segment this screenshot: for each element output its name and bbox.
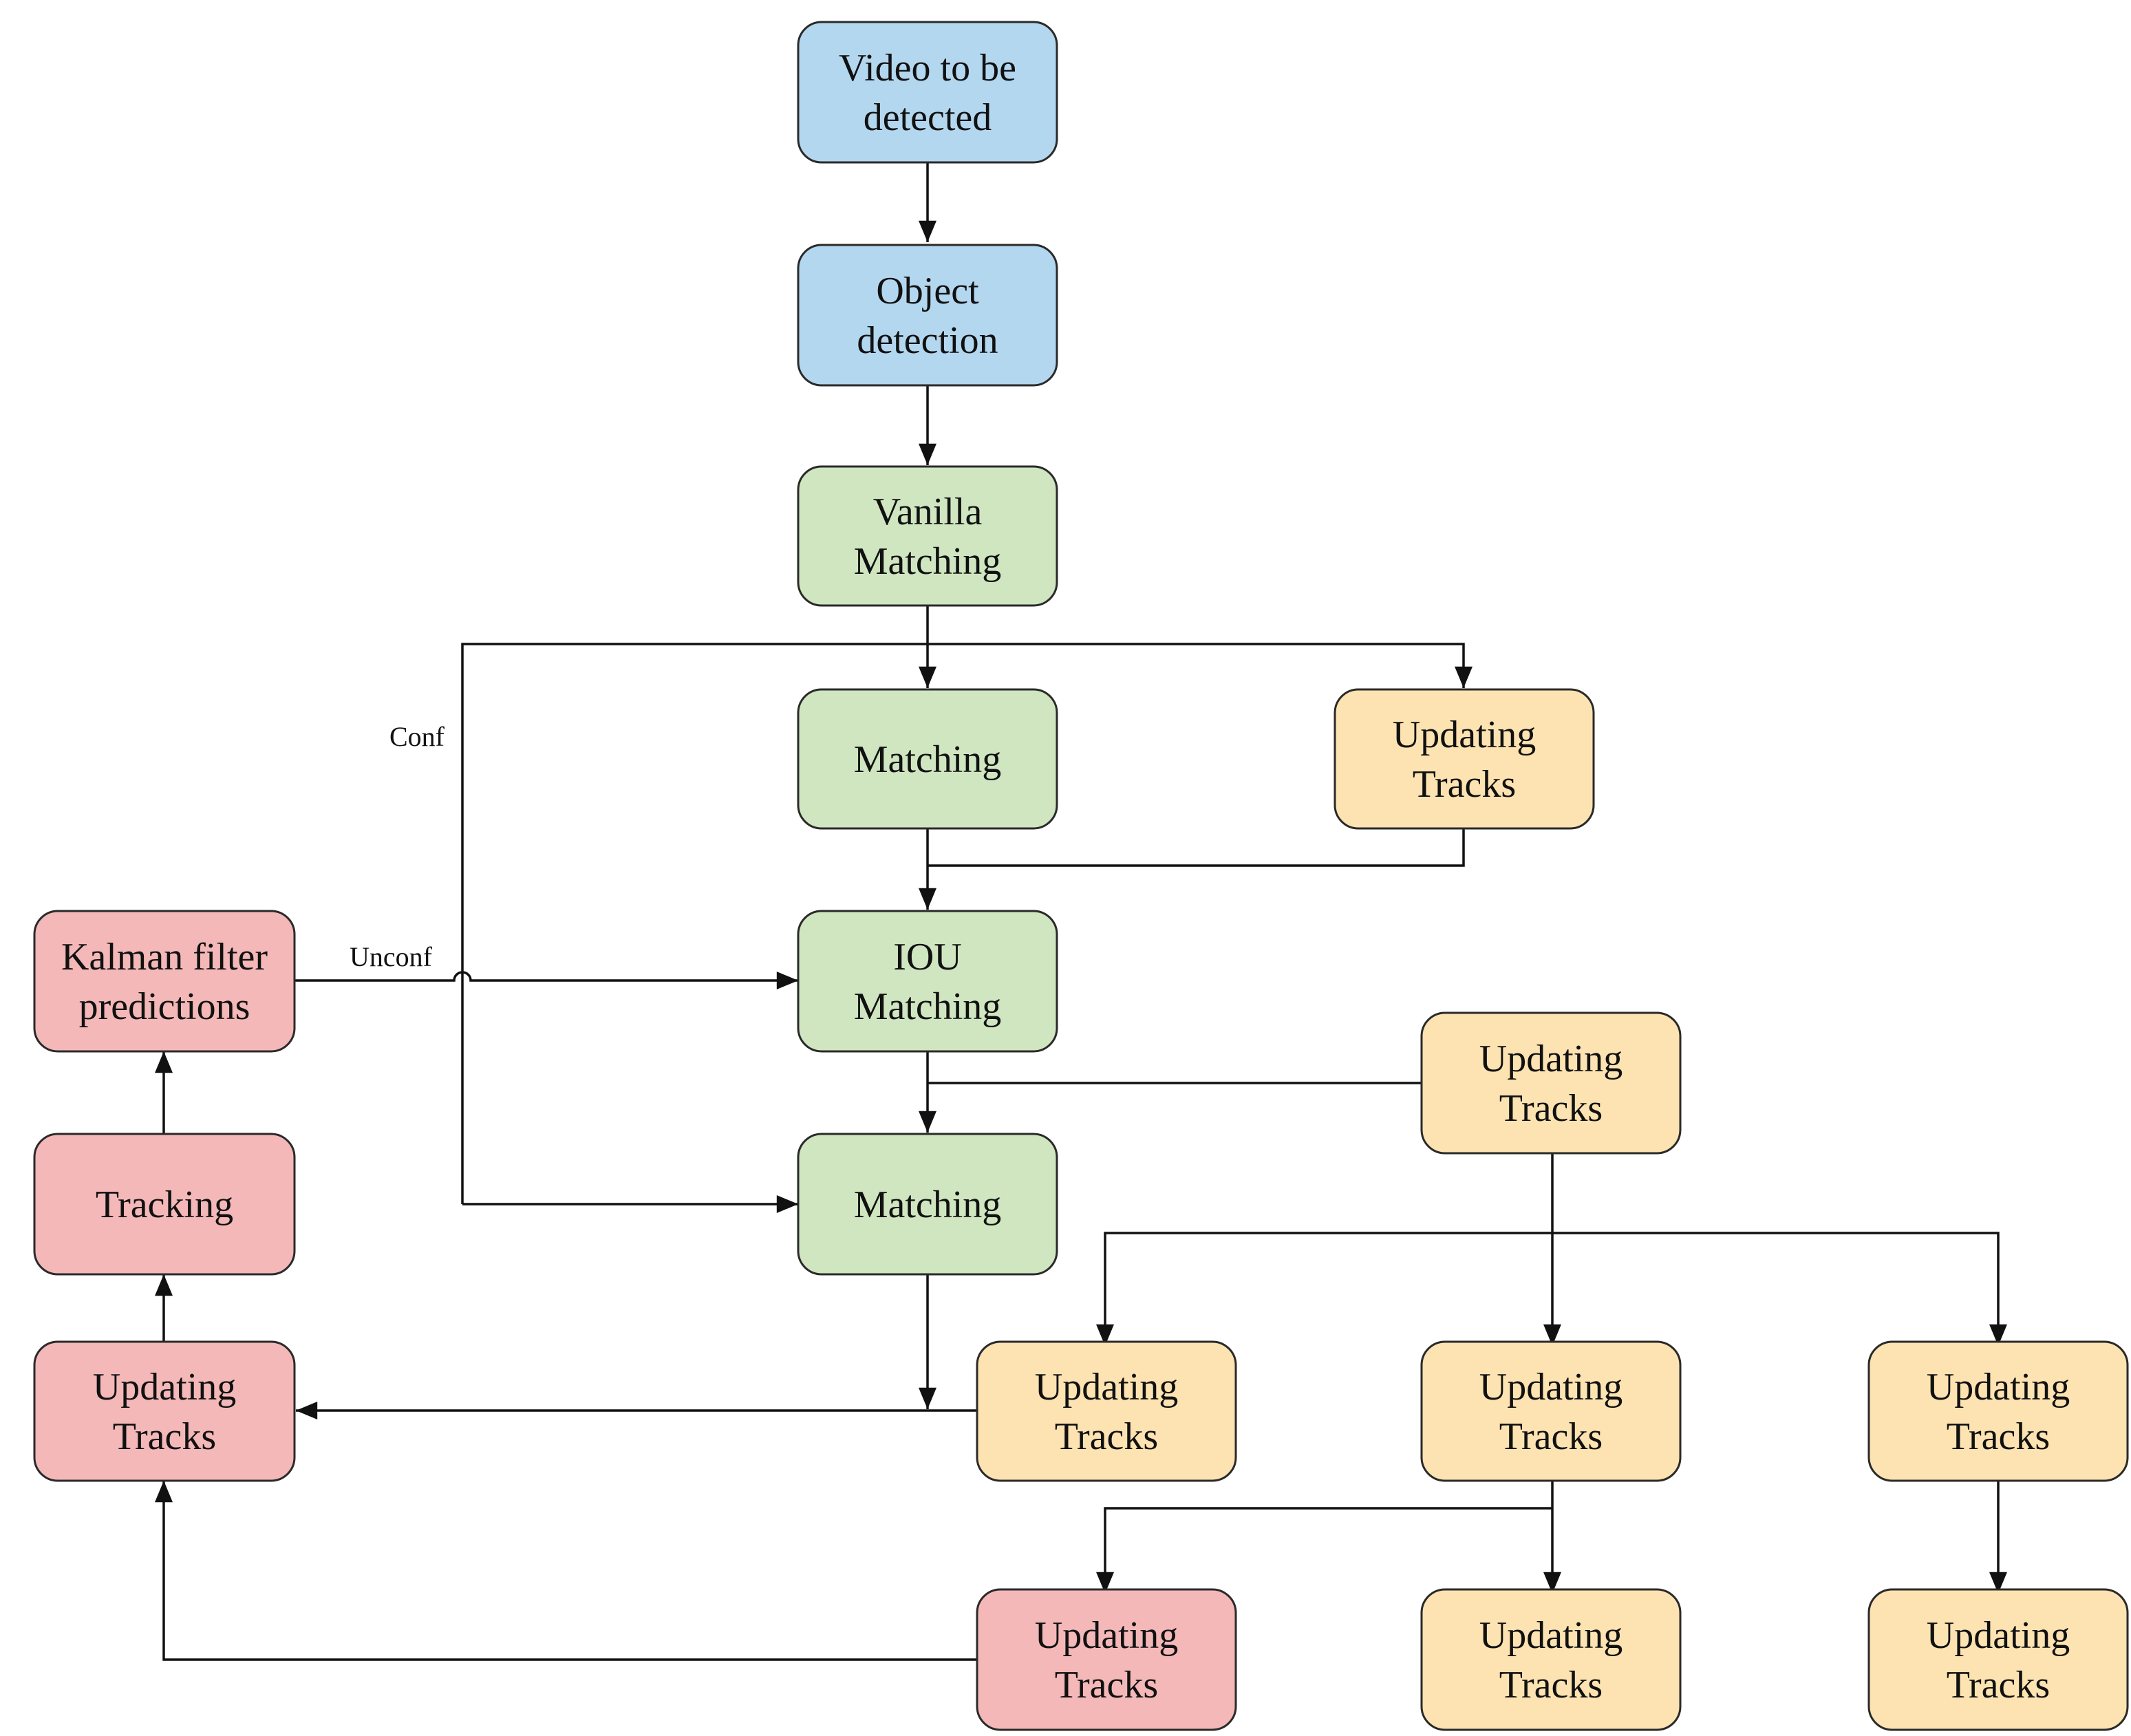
node-label-line: Tracking (96, 1183, 233, 1226)
node-label-line: Vanilla (873, 491, 983, 533)
node-matching-1: Matching (797, 688, 1058, 830)
node-label-line: Tracks (1055, 1415, 1158, 1458)
node-label-line: Tracks (1947, 1415, 2050, 1458)
node-label-line: predictions (79, 985, 250, 1028)
node-label-line: Updating (1927, 1614, 2070, 1657)
arrow-updating-tracks-red-to-left (155, 1481, 977, 1661)
node-label-line: Updating (1479, 1614, 1623, 1657)
node-label-line: Updating (1479, 1366, 1623, 1408)
node-label-line: Tracks (113, 1415, 216, 1458)
arrow-kalman-to-iou (295, 971, 799, 989)
node-label-line: Kalman filter (61, 936, 268, 978)
node-box (797, 910, 1058, 1053)
node-box (1867, 1588, 2129, 1731)
node-box (976, 1588, 1237, 1731)
arrow-branch-to-updating-tracks-3 (1096, 1232, 1552, 1347)
node-label-line: Matching (854, 738, 1002, 781)
node-label-line: Tracks (1499, 1087, 1603, 1130)
node-label-line: Updating (1035, 1614, 1178, 1657)
node-label-line: Updating (1479, 1038, 1623, 1080)
node-label-line: Updating (1035, 1366, 1178, 1408)
node-box (33, 1340, 296, 1482)
node-object-detection: Object detection (797, 244, 1058, 387)
node-label-line: Tracks (1947, 1664, 2050, 1706)
node-video-to-be-detected: Video to be detected (797, 21, 1058, 164)
node-matching-2: Matching (797, 1133, 1058, 1276)
connectors (155, 162, 2007, 1661)
node-label-line: Matching (854, 1183, 1002, 1226)
node-label-line: Tracks (1499, 1664, 1603, 1706)
edge-label-unconf: Unconf (350, 941, 433, 972)
node-box (797, 244, 1058, 387)
node-label-line: Updating (93, 1366, 236, 1408)
node-label-line: detected (864, 96, 992, 139)
node-label-line: Tracks (1055, 1664, 1158, 1706)
node-label-line: Video to be (839, 47, 1016, 89)
node-tracking: Tracking (33, 1133, 296, 1276)
node-box (976, 1340, 1237, 1482)
node-label-line: Updating (1393, 714, 1536, 756)
conf-branch-line (461, 643, 928, 1204)
node-box (1420, 1011, 1682, 1155)
node-label-line: Object (876, 270, 979, 312)
node-box (1867, 1340, 2129, 1482)
node-box (33, 910, 296, 1053)
node-kalman-filter-predictions: Kalman filter predictions (33, 910, 296, 1053)
arrow-branch-to-updating-tracks-5 (1552, 1232, 2007, 1347)
node-label-line: detection (857, 319, 998, 362)
node-label-line: Updating (1927, 1366, 2070, 1408)
node-label-line: IOU (893, 936, 962, 978)
node-iou-matching: IOU Matching (797, 910, 1058, 1053)
node-label-line: Tracks (1499, 1415, 1603, 1458)
arrow-branch-to-updating-tracks-red (1096, 1507, 1552, 1594)
edge-label-conf: Conf (389, 721, 445, 752)
node-box (1420, 1588, 1682, 1731)
node-box (797, 21, 1058, 164)
node-box (33, 1133, 296, 1276)
node-label-line: Matching (854, 985, 1002, 1028)
node-box (797, 465, 1058, 607)
node-box (797, 1133, 1058, 1276)
node-box (1420, 1340, 1682, 1482)
node-label-line: Tracks (1413, 763, 1516, 806)
line-updating-tracks-1-merge (928, 828, 1465, 867)
node-box (1334, 688, 1595, 830)
arrow-to-updating-tracks-1 (928, 643, 1473, 688)
node-box (797, 688, 1058, 830)
node-label-line: Matching (854, 540, 1002, 583)
